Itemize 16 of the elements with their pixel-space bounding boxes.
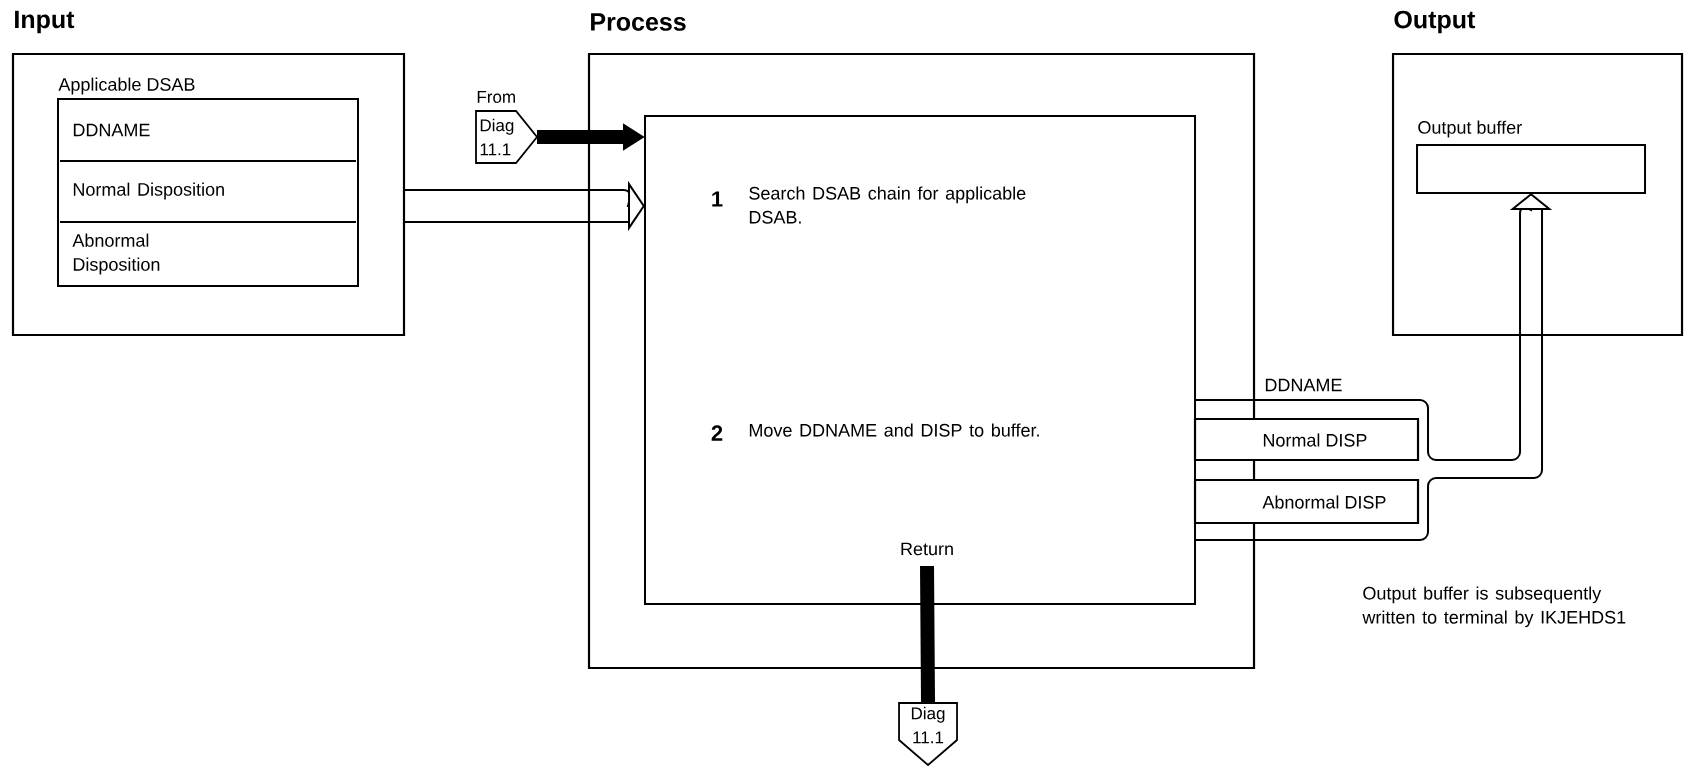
node-label: Output [1394,10,1476,34]
off-page-connector: Diag 11.1 [898,702,958,767]
node-label: Input [15,10,75,34]
table-row: Abnormal Disposition [59,221,357,275]
off-page-connector: From Diag 11.1 [475,91,539,164]
field-box: Abnormal DISP [1193,478,1420,525]
field-box: Normal DISP [1193,417,1420,462]
node-label: From [477,91,515,103]
node-label: Process [591,13,686,31]
edge-label: DDNAME [1262,376,1345,394]
buffer-box: Output buffer [1416,120,1647,194]
node-label: Applicable DSAB [58,77,195,95]
note-text: Output buffer is subsequently written to terminal by IKJEHDS1 [1362,586,1626,628]
node-label: Output buffer [1418,120,1522,138]
table-row: Normal Disposition [59,160,357,200]
table-row: DDNAME [73,123,150,137]
